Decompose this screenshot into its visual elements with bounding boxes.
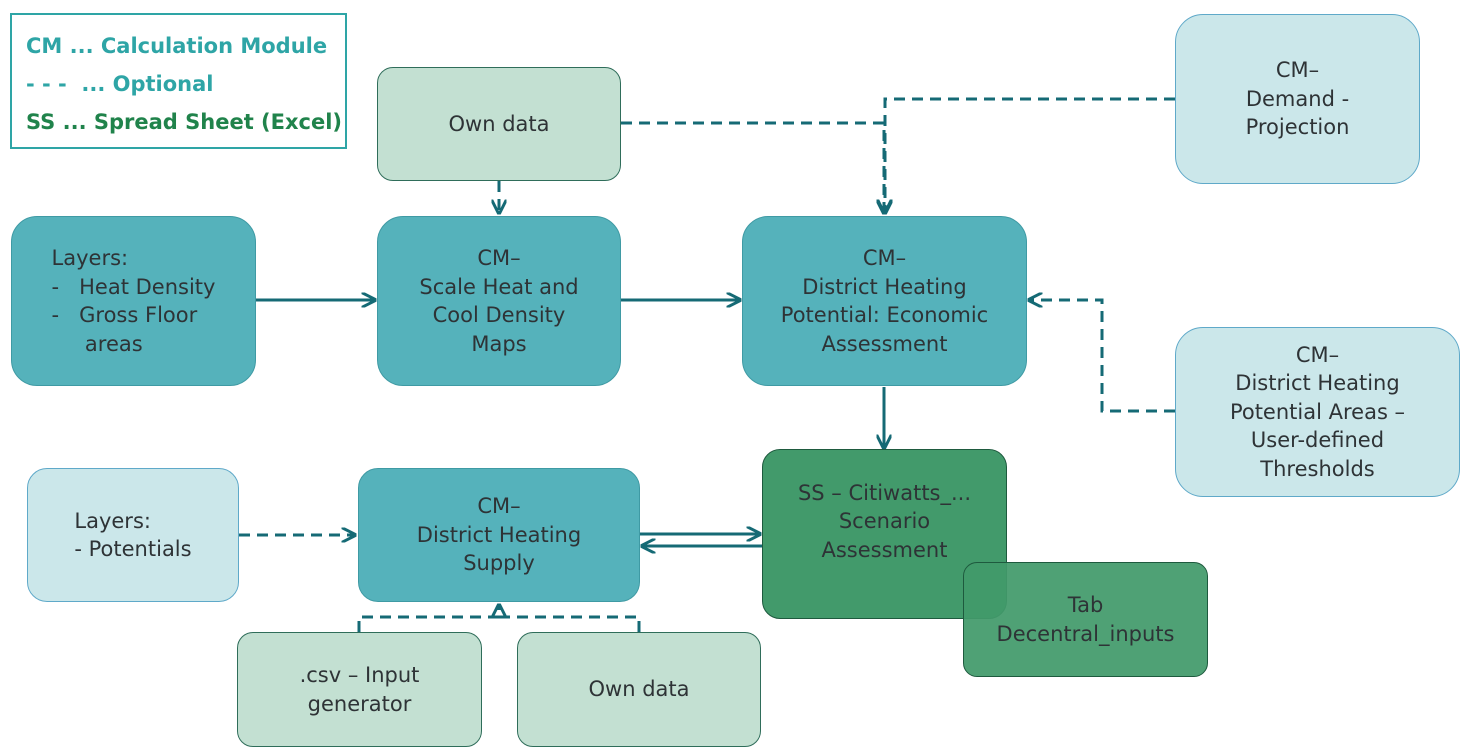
node-cm-dh-potential-economic: CM– District Heating Potential: Economic… [742,216,1027,386]
node-label: Own data [588,677,690,702]
edge-own-data-to-dh-potential [621,121,884,213]
node-label: CM– District Heating Supply [416,494,582,576]
edge-csv-to-dh-supply [357,605,499,632]
node-layers-potentials: Layers: - Potentials [27,468,239,602]
edge-own-data-bottom-to-dh-supply [499,615,641,632]
node-label: CM– Scale Heat and Cool Density Maps [419,246,579,356]
node-cm-dh-potential-areas: CM– District Heating Potential Areas – U… [1175,327,1460,497]
node-cm-scale-heat-cool: CM– Scale Heat and Cool Density Maps [377,216,621,386]
legend-box: CM ... Calculation Module - - - ... Opti… [10,13,347,149]
node-label: Layers: - Potentials [74,508,192,562]
node-cm-demand-projection: CM– Demand - Projection [1175,14,1420,184]
node-label: .csv – Input generator [299,663,420,716]
legend-optional: - - - ... Optional [26,72,214,96]
legend-calculation-module: CM ... Calculation Module [26,34,328,58]
node-cm-dh-supply: CM– District Heating Supply [358,468,640,602]
node-own-data-top: Own data [377,67,621,181]
node-label: Tab Decentral_inputs [996,593,1175,646]
legend-spread-sheet: SS ... Spread Sheet (Excel) [26,110,343,134]
node-tab-decentral-inputs: Tab Decentral_inputs [963,562,1208,677]
node-label: CM– District Heating Potential Areas – U… [1229,342,1406,481]
edge-dh-areas-to-dh-potential [1029,300,1175,413]
node-layers-heat-density: Layers: - Heat Density - Gross Floor are… [11,216,256,386]
node-label: CM– Demand - Projection [1245,58,1350,140]
node-label: Own data [448,111,550,136]
node-own-data-bottom: Own data [517,632,761,747]
node-label: SS – Citiwatts_... Scenario Assessment [797,480,972,562]
node-csv-input-generator: .csv – Input generator [237,632,482,747]
node-label: Layers: - Heat Density - Gross Floor are… [51,246,216,356]
node-label: CM– District Heating Potential: Economic… [780,246,989,356]
edge-demand-projection-to-dh-potential [885,97,1175,213]
